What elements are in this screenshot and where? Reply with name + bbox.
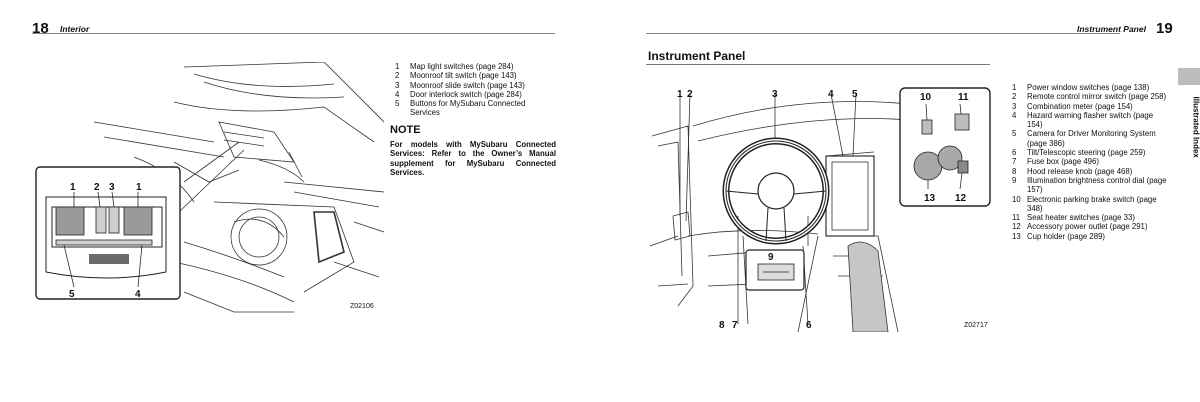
instrument-panel-diagram <box>648 86 992 332</box>
item-text: Accessory power outlet (page 291) <box>1027 222 1148 232</box>
callout-label: 3 <box>772 89 778 100</box>
list-item: 3 Combination meter (page 154) <box>1012 102 1170 111</box>
item-text: Camera for Driver Monitoring System (pag… <box>1027 129 1156 148</box>
item-number: 3 <box>395 80 400 90</box>
callout-label: 6 <box>806 320 812 331</box>
item-text: Moonroof slide switch (page 143) <box>410 80 525 90</box>
item-text: Moonroof tilt switch (page 143) <box>410 71 517 81</box>
callout-label: 10 <box>920 92 932 103</box>
section-name: Instrument Panel <box>1077 24 1146 34</box>
list-item: 5 Camera for Driver Monitoring System (pa… <box>1012 129 1170 148</box>
list-item: 12 Accessory power outlet (page 291) <box>1012 222 1170 231</box>
callout-label: 1 <box>70 182 76 193</box>
item-number: 1 <box>395 62 400 71</box>
page-number: 19 <box>1156 20 1173 37</box>
section-name: Interior <box>60 24 90 34</box>
callout-label: 4 <box>828 89 834 100</box>
item-text: Map light switches (page 284) <box>410 62 514 71</box>
item-text: Remote control mirror switch (page 258) <box>1027 92 1167 102</box>
list-item: 7 Fuse box (page 496) <box>1012 157 1170 166</box>
list-item: 5 Buttons for MySubaru Connected Services <box>395 99 555 118</box>
item-text: Combination meter (page 154) <box>1027 101 1133 111</box>
item-number: 5 <box>395 99 400 109</box>
item-text: Power window switches (page 138) <box>1027 83 1150 92</box>
callout-label: 11 <box>958 92 969 103</box>
callout-label: 13 <box>924 193 936 204</box>
item-number: 10 <box>1012 194 1021 204</box>
item-number: 9 <box>1012 175 1017 185</box>
item-number: 2 <box>1012 92 1017 102</box>
list-item: 1 Power window switches (page 138) <box>1012 83 1170 92</box>
list-item: 3 Moonroof slide switch (page 143) <box>395 81 555 90</box>
list-item: 4 Hazard warning flasher switch (page 154… <box>1012 111 1170 130</box>
item-text: Illumination brightness control dial (pa… <box>1027 175 1167 195</box>
item-text: Seat heater switches (page 33) <box>1027 213 1135 223</box>
item-number: 2 <box>395 71 400 81</box>
item-number: 1 <box>1012 83 1017 92</box>
overhead-console-diagram <box>34 62 386 318</box>
item-number: 7 <box>1012 157 1017 167</box>
item-text: Buttons for MySubaru Connected Services <box>410 99 526 118</box>
item-number: 3 <box>1012 101 1017 111</box>
item-text: Hazard warning flasher switch (page 154) <box>1027 110 1154 130</box>
callout-label: 2 <box>687 89 693 100</box>
item-list: 1 Power window switches (page 138) 2 Remot… <box>1012 83 1170 241</box>
list-item: 1 Map light switches (page 284) <box>395 62 555 71</box>
callout-label: 12 <box>955 193 967 204</box>
callout-label: 5 <box>852 89 858 100</box>
callout-label: 3 <box>109 182 115 193</box>
figure-code: Z02717 <box>964 322 988 329</box>
page-number: 18 <box>32 20 49 37</box>
item-text: Hood release knob (page 468) <box>1027 166 1133 176</box>
header-rule <box>32 33 555 34</box>
item-number: 5 <box>1012 129 1017 139</box>
note-heading: NOTE <box>390 124 421 136</box>
item-number: 6 <box>1012 148 1017 158</box>
callout-label: 1 <box>677 89 683 100</box>
callout-label: 7 <box>732 320 738 331</box>
list-item: 9 Illumination brightness control dial (p… <box>1012 176 1170 195</box>
item-text: Door interlock switch (page 284) <box>410 89 522 99</box>
callout-label: 9 <box>768 252 774 263</box>
list-item: 2 Remote control mirror switch (page 258) <box>1012 92 1170 101</box>
item-text: Fuse box (page 496) <box>1027 157 1099 167</box>
right-page: Instrument Panel 19 Instrument Panel Ill… <box>600 0 1200 402</box>
item-number: 11 <box>1012 213 1021 223</box>
left-page: 18 Interior <box>32 20 556 318</box>
list-item: 10 Electronic parking brake switch (page … <box>1012 195 1170 214</box>
header-rule <box>646 33 1120 34</box>
note-text: For models with MySubaru Connected Servi… <box>390 140 556 177</box>
list-item: 13 Cup holder (page 289) <box>1012 232 1170 241</box>
item-text: Tilt/Telescopic steering (page 259) <box>1027 148 1146 158</box>
callout-label: 2 <box>94 182 100 193</box>
callout-label: 5 <box>69 289 75 300</box>
item-text: Cup holder (page 289) <box>1027 231 1106 241</box>
index-tab <box>1178 68 1200 85</box>
side-label: Illustrated Index <box>1191 96 1200 158</box>
item-text: Electronic parking brake switch (page 34… <box>1027 194 1157 213</box>
title-rule <box>646 64 990 65</box>
item-number: 8 <box>1012 166 1017 176</box>
item-number: 13 <box>1012 231 1021 241</box>
callout-label: 4 <box>135 289 141 300</box>
list-item: 2 Moonroof tilt switch (page 143) <box>395 71 555 80</box>
list-item: 11 Seat heater switches (page 33) <box>1012 213 1170 222</box>
item-number: 4 <box>395 89 400 99</box>
list-item: 6 Tilt/Telescopic steering (page 259) <box>1012 148 1170 157</box>
list-item: 8 Hood release knob (page 468) <box>1012 167 1170 176</box>
callout-label: 1 <box>136 182 142 193</box>
figure-code: Z02106 <box>350 303 374 310</box>
item-number: 12 <box>1012 222 1021 232</box>
item-number: 4 <box>1012 110 1017 120</box>
page-title: Instrument Panel <box>648 49 746 63</box>
callout-label: 8 <box>719 320 725 331</box>
list-item: 4 Door interlock switch (page 284) <box>395 90 555 99</box>
